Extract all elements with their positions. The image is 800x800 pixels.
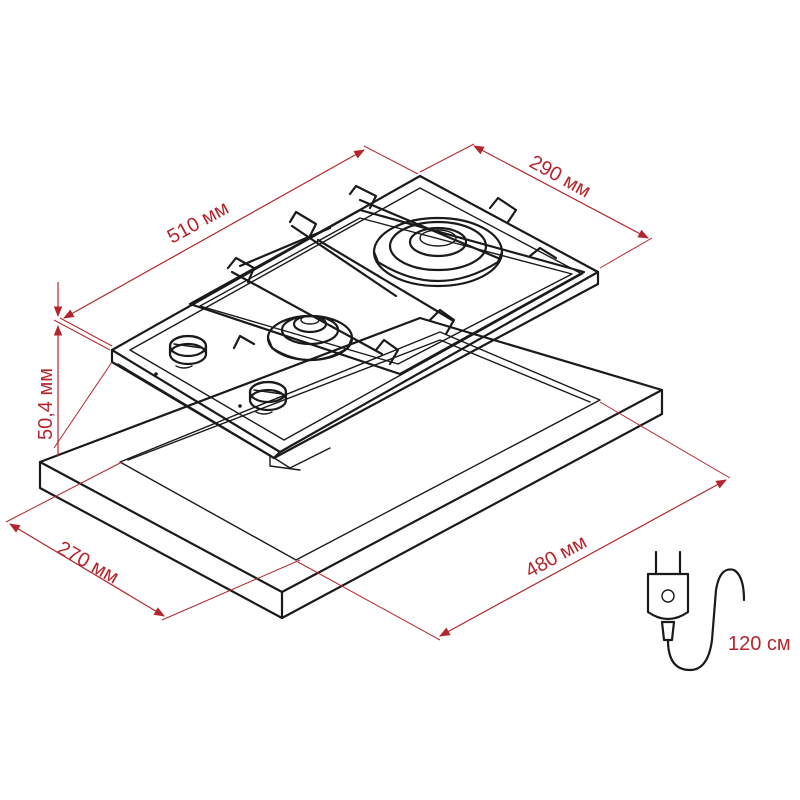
plug-cable-icon: 120 см [646, 550, 791, 672]
dimension-label-depth-top: 290 мм [526, 151, 595, 202]
control-knob-right [238, 380, 288, 415]
countertop [38, 316, 664, 620]
control-knob-left [154, 334, 208, 376]
dimension-label-cutout-length: 480 мм [522, 531, 591, 582]
dimension-510: 510 мм [59, 145, 419, 347]
cable-length-label: 120 см [728, 633, 791, 655]
countertop-cutout [119, 331, 601, 561]
dimension-270: 270 мм [5, 461, 301, 621]
large-burner [372, 216, 504, 288]
dimension-label-cutout-depth: 270 мм [54, 537, 123, 588]
dimension-label-length-top: 510 мм [164, 197, 233, 248]
dimension-height: 50,4 мм [35, 282, 113, 456]
dimension-label-height: 50,4 мм [35, 368, 57, 440]
dimension-480: 480 мм [297, 401, 731, 641]
